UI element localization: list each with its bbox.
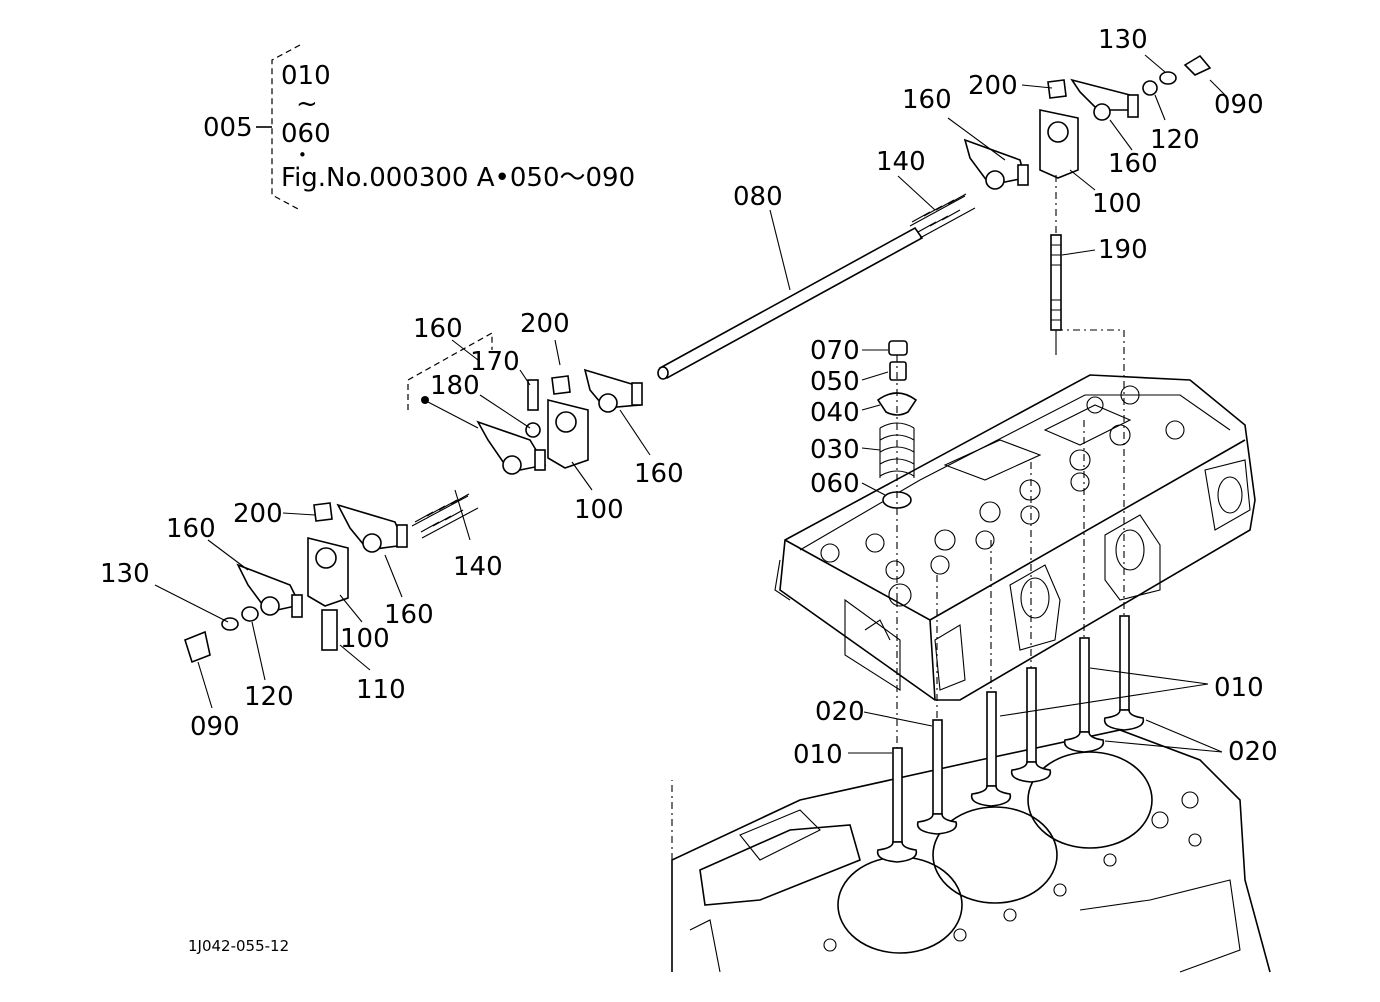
callout-020-right: 020 <box>1228 737 1278 767</box>
legend-range-start: 010 <box>281 61 331 91</box>
callout-200-upper: 200 <box>968 71 1018 101</box>
callout-180: 180 <box>430 371 480 401</box>
callout-070: 070 <box>810 336 860 366</box>
group-bullet-leader <box>427 401 479 429</box>
callout-050: 050 <box>810 367 860 397</box>
rocker-spring-upper <box>909 193 976 239</box>
callout-090-lower: 090 <box>190 712 240 742</box>
callout-160-middle: 160 <box>413 314 463 344</box>
callout-120-lower: 120 <box>244 682 294 712</box>
callout-140-lower: 140 <box>453 552 503 582</box>
callout-010-right: 010 <box>1214 673 1264 703</box>
rocker-spring-lower <box>411 493 479 539</box>
callout-100-lower: 100 <box>340 624 390 654</box>
stud-bolt <box>1050 175 1062 355</box>
callout-120-upper: 120 <box>1150 125 1200 155</box>
rocker-assembly-upper-right <box>963 54 1212 190</box>
legend-range-end: 060 <box>281 119 331 149</box>
callout-010-left: 010 <box>793 740 843 770</box>
group-bracket <box>407 331 493 410</box>
group-bullet <box>421 396 429 404</box>
callout-090-upper: 090 <box>1214 90 1264 120</box>
callout-160-upper: 160 <box>902 85 952 115</box>
rocker-shaft <box>657 226 924 380</box>
leader-lines <box>154 54 1226 754</box>
callout-200-lower: 200 <box>233 499 283 529</box>
callout-130-lower: 130 <box>100 559 150 589</box>
callout-140-upper: 140 <box>876 147 926 177</box>
callout-200-middle: 200 <box>520 309 570 339</box>
callout-060: 060 <box>810 469 860 499</box>
callout-160-middle-b: 160 <box>634 459 684 489</box>
callout-110: 110 <box>356 675 406 705</box>
figure-code: 1J042-055-12 <box>188 937 289 955</box>
callout-160-upper-b: 160 <box>1108 149 1158 179</box>
rocker-assembly-middle <box>476 368 643 475</box>
callout-130-upper: 130 <box>1098 25 1148 55</box>
callout-160-lower: 160 <box>166 514 216 544</box>
valve-spring-stack <box>876 340 918 600</box>
rocker-assembly-lower-left <box>184 502 408 664</box>
callout-100-middle: 100 <box>574 495 624 525</box>
legend-range-tilde: ~ <box>296 89 318 119</box>
callout-040: 040 <box>810 398 860 428</box>
callout-160-lower-b: 160 <box>384 600 434 630</box>
callout-020-left: 020 <box>815 697 865 727</box>
callout-190: 190 <box>1098 235 1148 265</box>
engine-block-drawing <box>671 729 1271 973</box>
cylinder-head-drawing <box>774 374 1256 701</box>
legend-bracket <box>256 44 301 211</box>
legend-group-id: 005 <box>203 113 253 143</box>
callout-030: 030 <box>810 435 860 465</box>
intake-exhaust-valves <box>876 329 1145 863</box>
legend-dot: • <box>298 146 307 164</box>
legend-reference: Fig.No.000300 A•050～090 <box>281 163 635 193</box>
callout-080: 080 <box>733 182 783 212</box>
callout-100-upper: 100 <box>1092 189 1142 219</box>
callout-170: 170 <box>470 347 520 377</box>
